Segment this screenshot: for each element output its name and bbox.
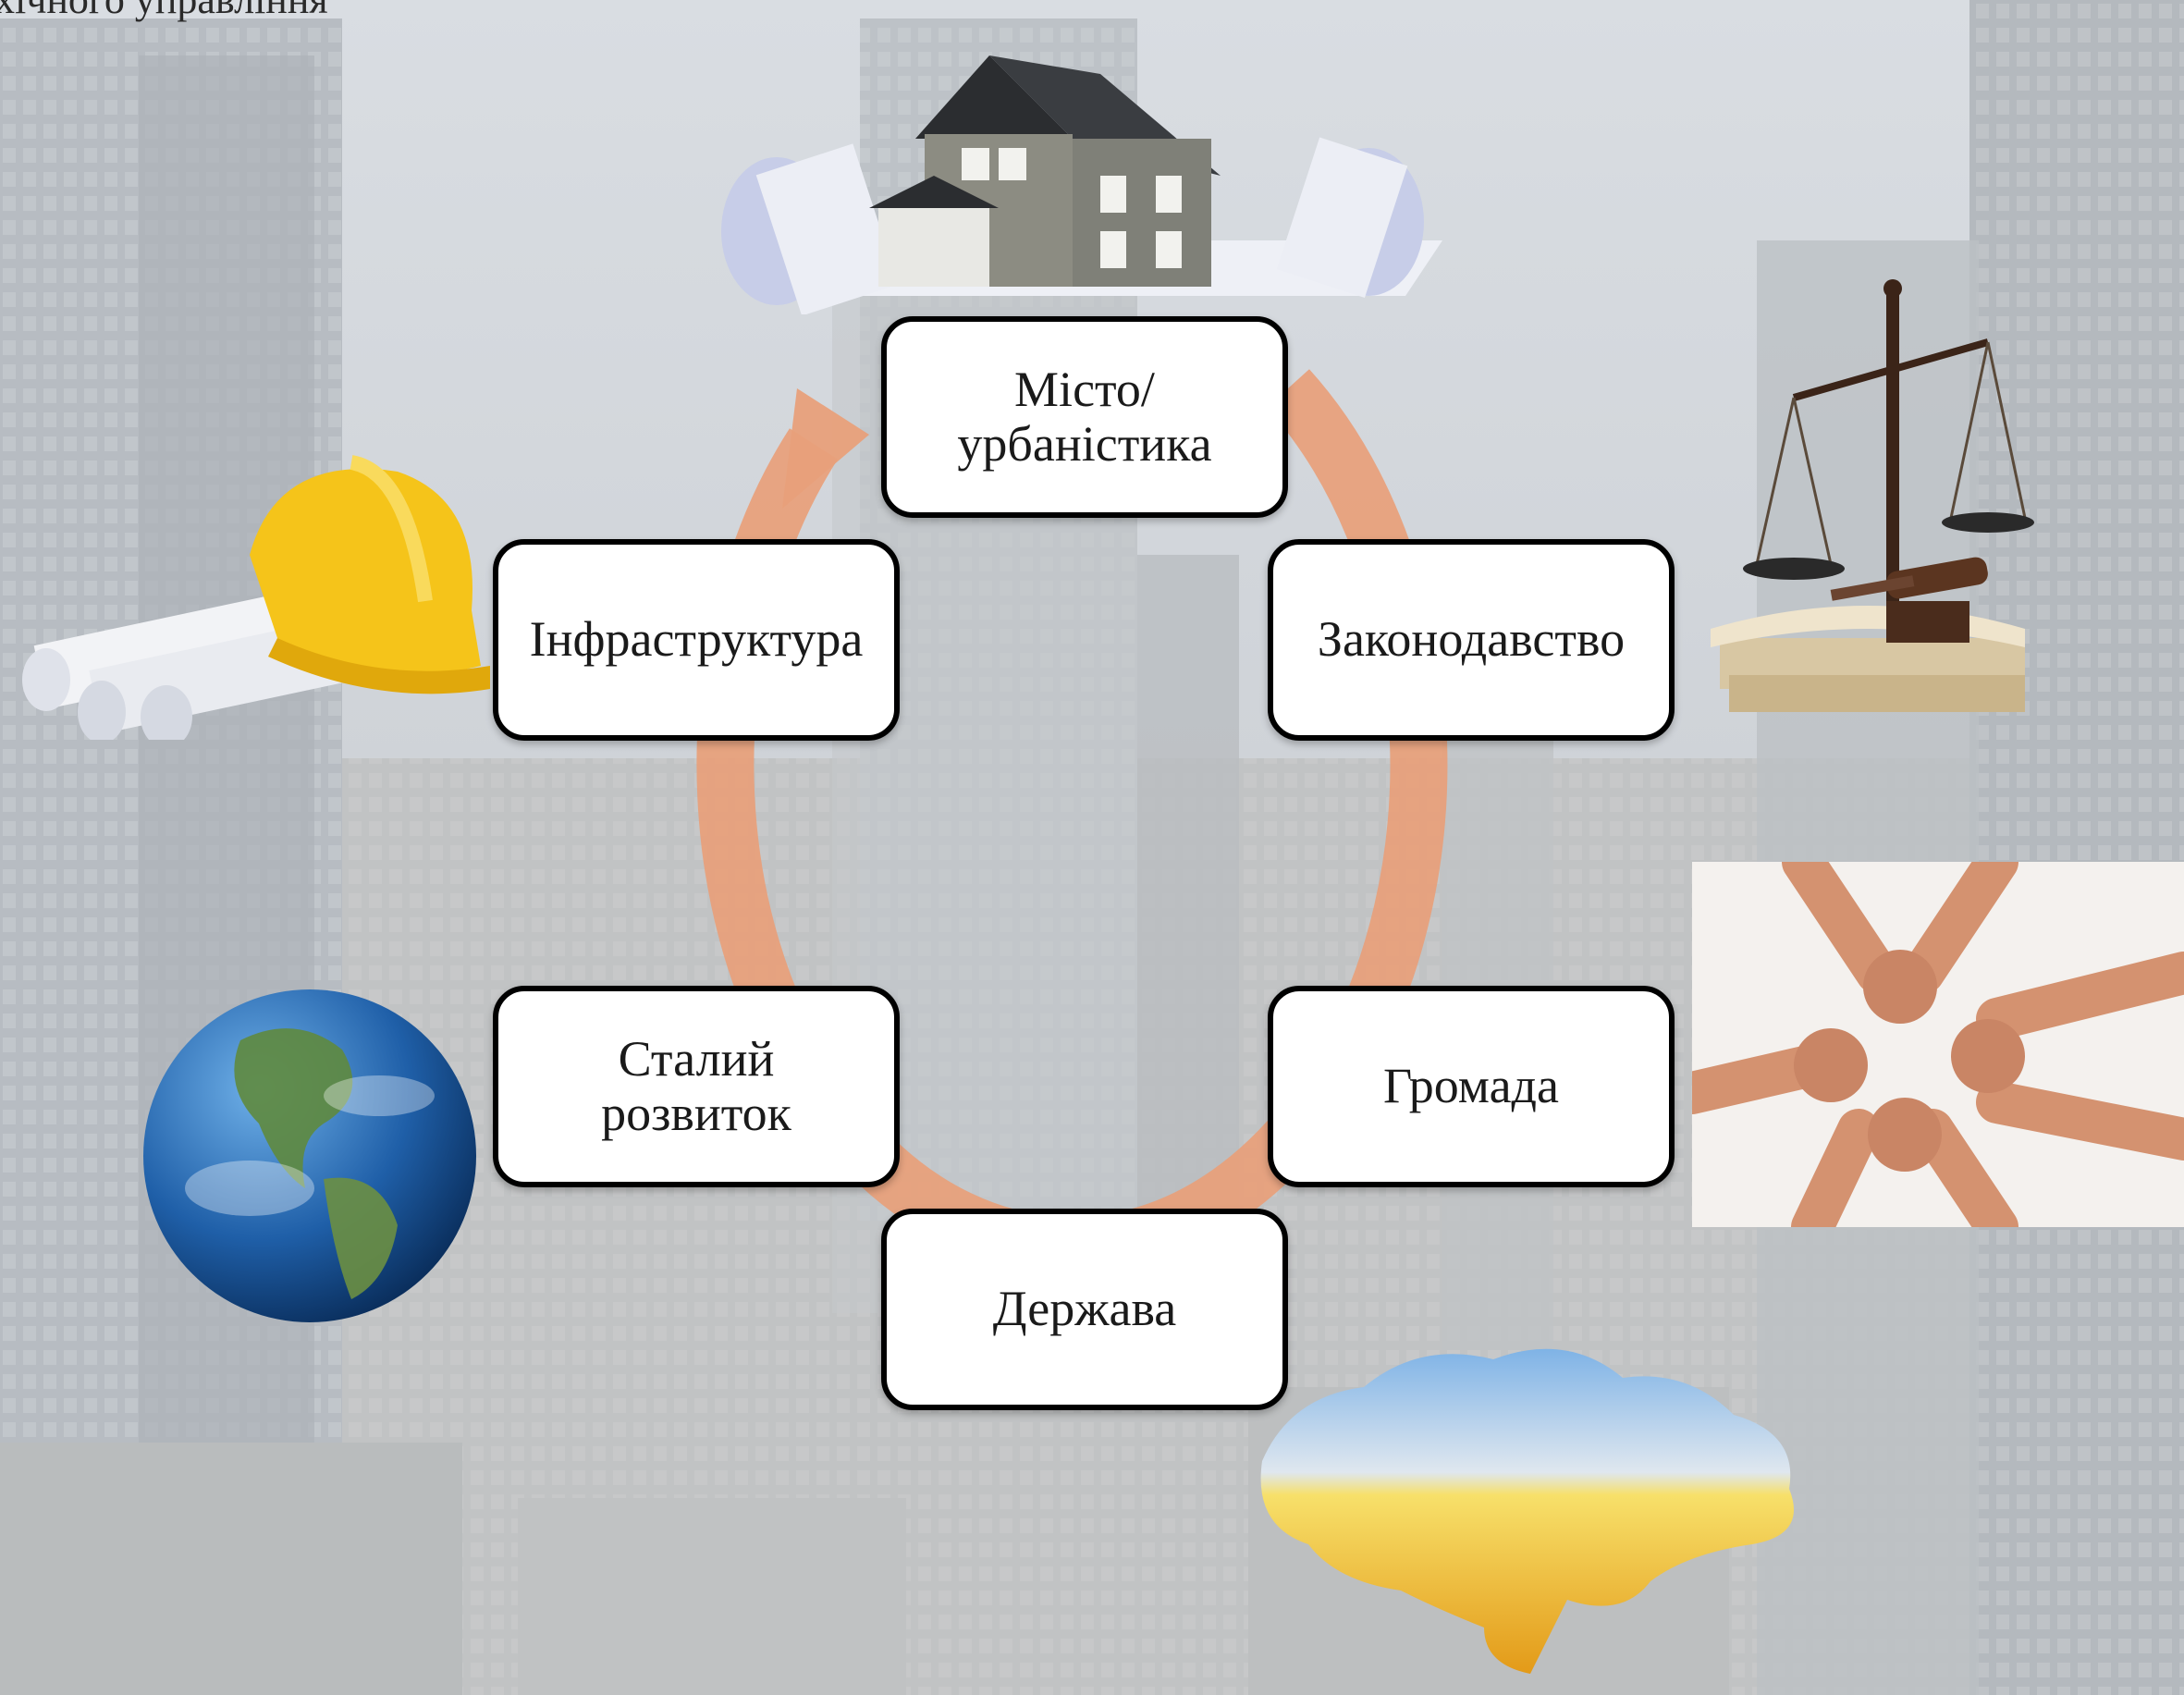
scales-of-justice-icon — [1711, 279, 2034, 712]
joined-hands-icon — [1692, 862, 2184, 1227]
ukraine-map-icon — [1260, 1348, 1794, 1674]
node-community: Громада — [1268, 986, 1675, 1187]
node-city-urbanism: Місто/ урбаністика — [881, 316, 1288, 518]
house-on-blueprints-icon — [721, 55, 1442, 314]
node-infrastructure: Інфраструктура — [493, 539, 900, 741]
earth-globe-icon — [143, 989, 476, 1322]
node-state: Держава — [881, 1209, 1288, 1410]
node-legislation: Законодавство — [1268, 539, 1675, 741]
hard-hat-with-blueprints-icon — [22, 455, 490, 740]
header-text: хічного управління — [0, 0, 328, 23]
node-sustainable-development: Сталий розвиток — [493, 986, 900, 1187]
